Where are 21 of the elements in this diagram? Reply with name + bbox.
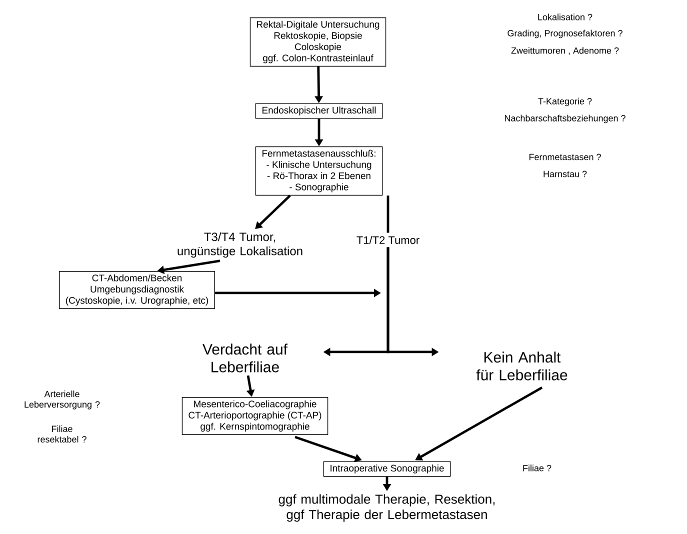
process-box: Rektal-Digitale Untersuchung Rektoskopie, Biopsie Coloskopie ggf. Colon-Kontrasteinlauf (250, 17, 386, 67)
outcome-text: T3/T4 Tumor, ungünstige Lokalisation (178, 232, 302, 258)
question-label: Filiae ? (523, 464, 552, 472)
question-label: Filiae resektabel ? (38, 425, 86, 443)
outcome-text: Kein Anhalt für Leberfiliae (476, 352, 568, 380)
outcome-text: T1/T2 Tumor (356, 236, 420, 244)
process-box: Intraoperative Sonographie (323, 461, 451, 477)
question-label: Harnstau ? (544, 170, 587, 178)
process-box: Fernmetastasenausschluß: - Klinische Untersuchung - Rö-Thorax in 2 Ebenen - Sonographie (255, 146, 383, 196)
question-label: Grading, Prognosefaktoren ? (508, 30, 622, 38)
question-label: Fernmetastasen ? (529, 154, 601, 160)
question-label: Nachbarschaftsbeziehungen ? (504, 114, 626, 124)
process-box: Mesenterico-Coeliacographie CT-Arterioportographie (CT-AP) ggf. Kernspintomographie (182, 397, 328, 435)
outcome-text: ggf multimodale Therapie, Resektion, ggf Therapie der Lebermetastasen (278, 494, 495, 522)
process-box: CT-Abdomen/Becken Umgebungsdiagnostik (Cystoskopie, i.v. Urographie, etc) (59, 271, 215, 309)
question-label: T-Kategorie ? (538, 98, 592, 106)
question-label: Zweittumoren , Adenome ? (511, 47, 619, 55)
process-box: Endoskopischer Ultraschall (255, 103, 383, 119)
question-label: Arterielle Leberversorgung ? (24, 390, 100, 410)
question-label: Lokalisation ? (538, 14, 592, 20)
outcome-text: Verdacht auf Leberfiliae (202, 344, 288, 372)
